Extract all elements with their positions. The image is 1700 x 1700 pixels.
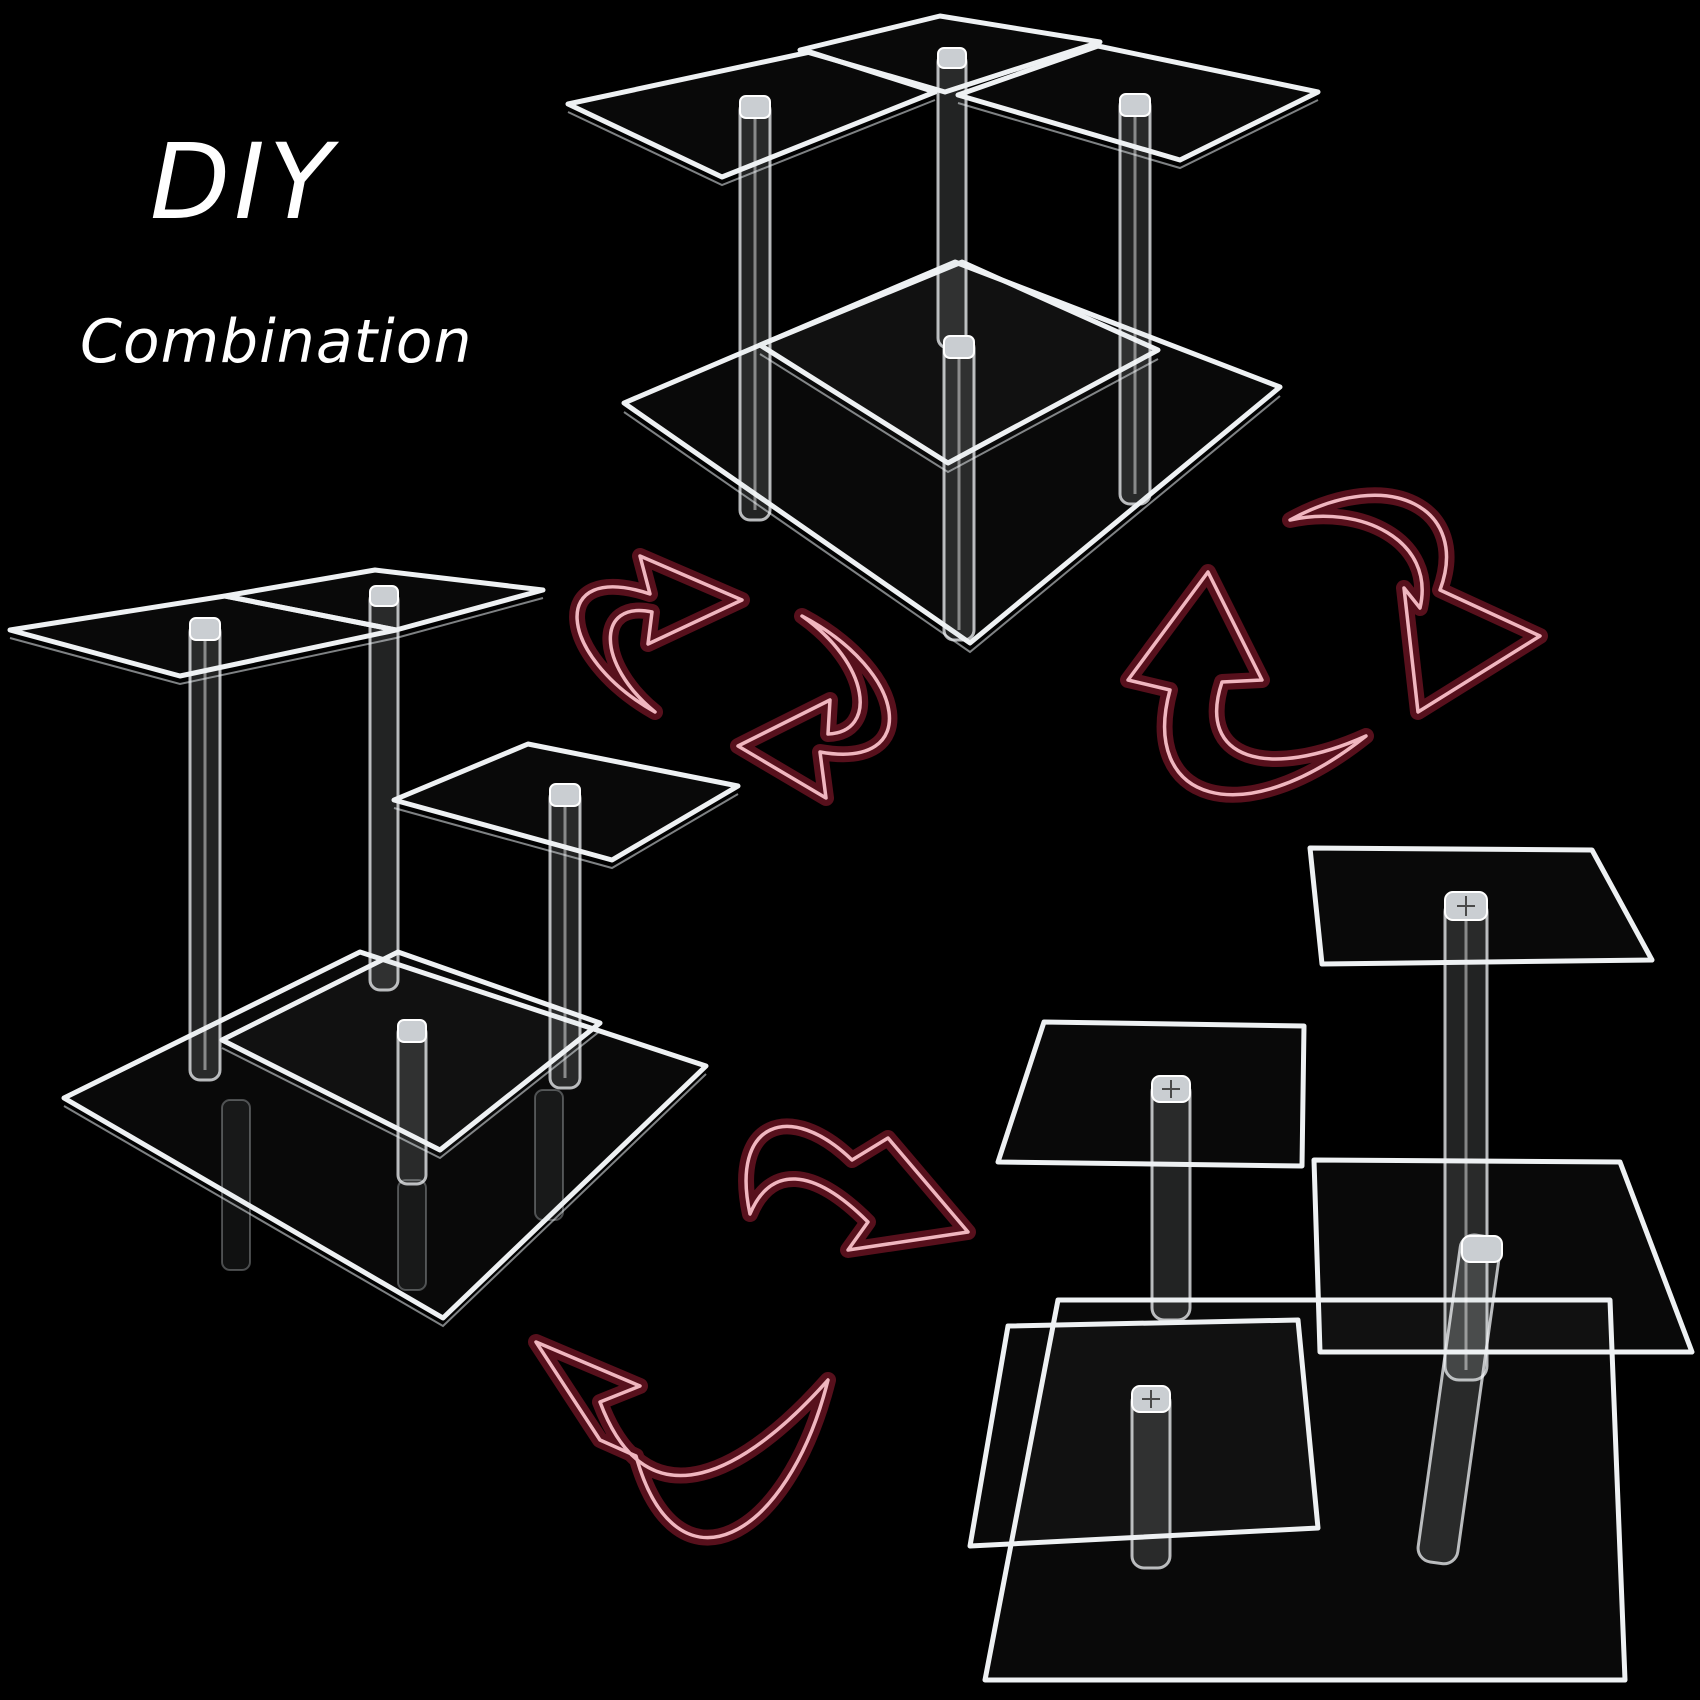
arrow-group-top-left [569, 548, 898, 806]
stand-top-plate [565, 49, 938, 180]
curved-arrow-icon [1120, 564, 1374, 803]
stand-rods [738, 47, 1152, 642]
curved-arrow-icon [738, 1118, 976, 1258]
stand-middle-plate [391, 741, 741, 863]
stand-top-configuration [565, 13, 1321, 654]
stand-middle-plate [967, 1317, 1321, 1549]
stand-middle-plate [1311, 1157, 1695, 1355]
stand-top-plate [797, 13, 1103, 95]
stand-top-plate [1307, 845, 1655, 967]
headline-diy: DIY [150, 121, 337, 243]
stand-base-plate [61, 949, 709, 1321]
stand-top-plate [222, 567, 546, 633]
stand-left-configuration [7, 567, 741, 1328]
stand-base-plate [982, 1297, 1628, 1683]
arrow-group-bottom [528, 1118, 976, 1546]
stand-right-configuration [967, 845, 1695, 1683]
arrow-group-right [1120, 487, 1548, 803]
stand-middle-plate [219, 949, 603, 1153]
curved-arrow-icon [1282, 487, 1548, 720]
stand-middle-plate [757, 259, 1161, 466]
curved-arrow-icon [528, 1334, 836, 1546]
subline-combination: Combination [80, 307, 473, 377]
stand-top-plate [995, 1019, 1307, 1169]
stand-top-plate [955, 43, 1321, 163]
curved-arrow-icon [569, 548, 750, 720]
stand-rods [1130, 891, 1503, 1570]
curved-arrow-icon [730, 608, 898, 806]
